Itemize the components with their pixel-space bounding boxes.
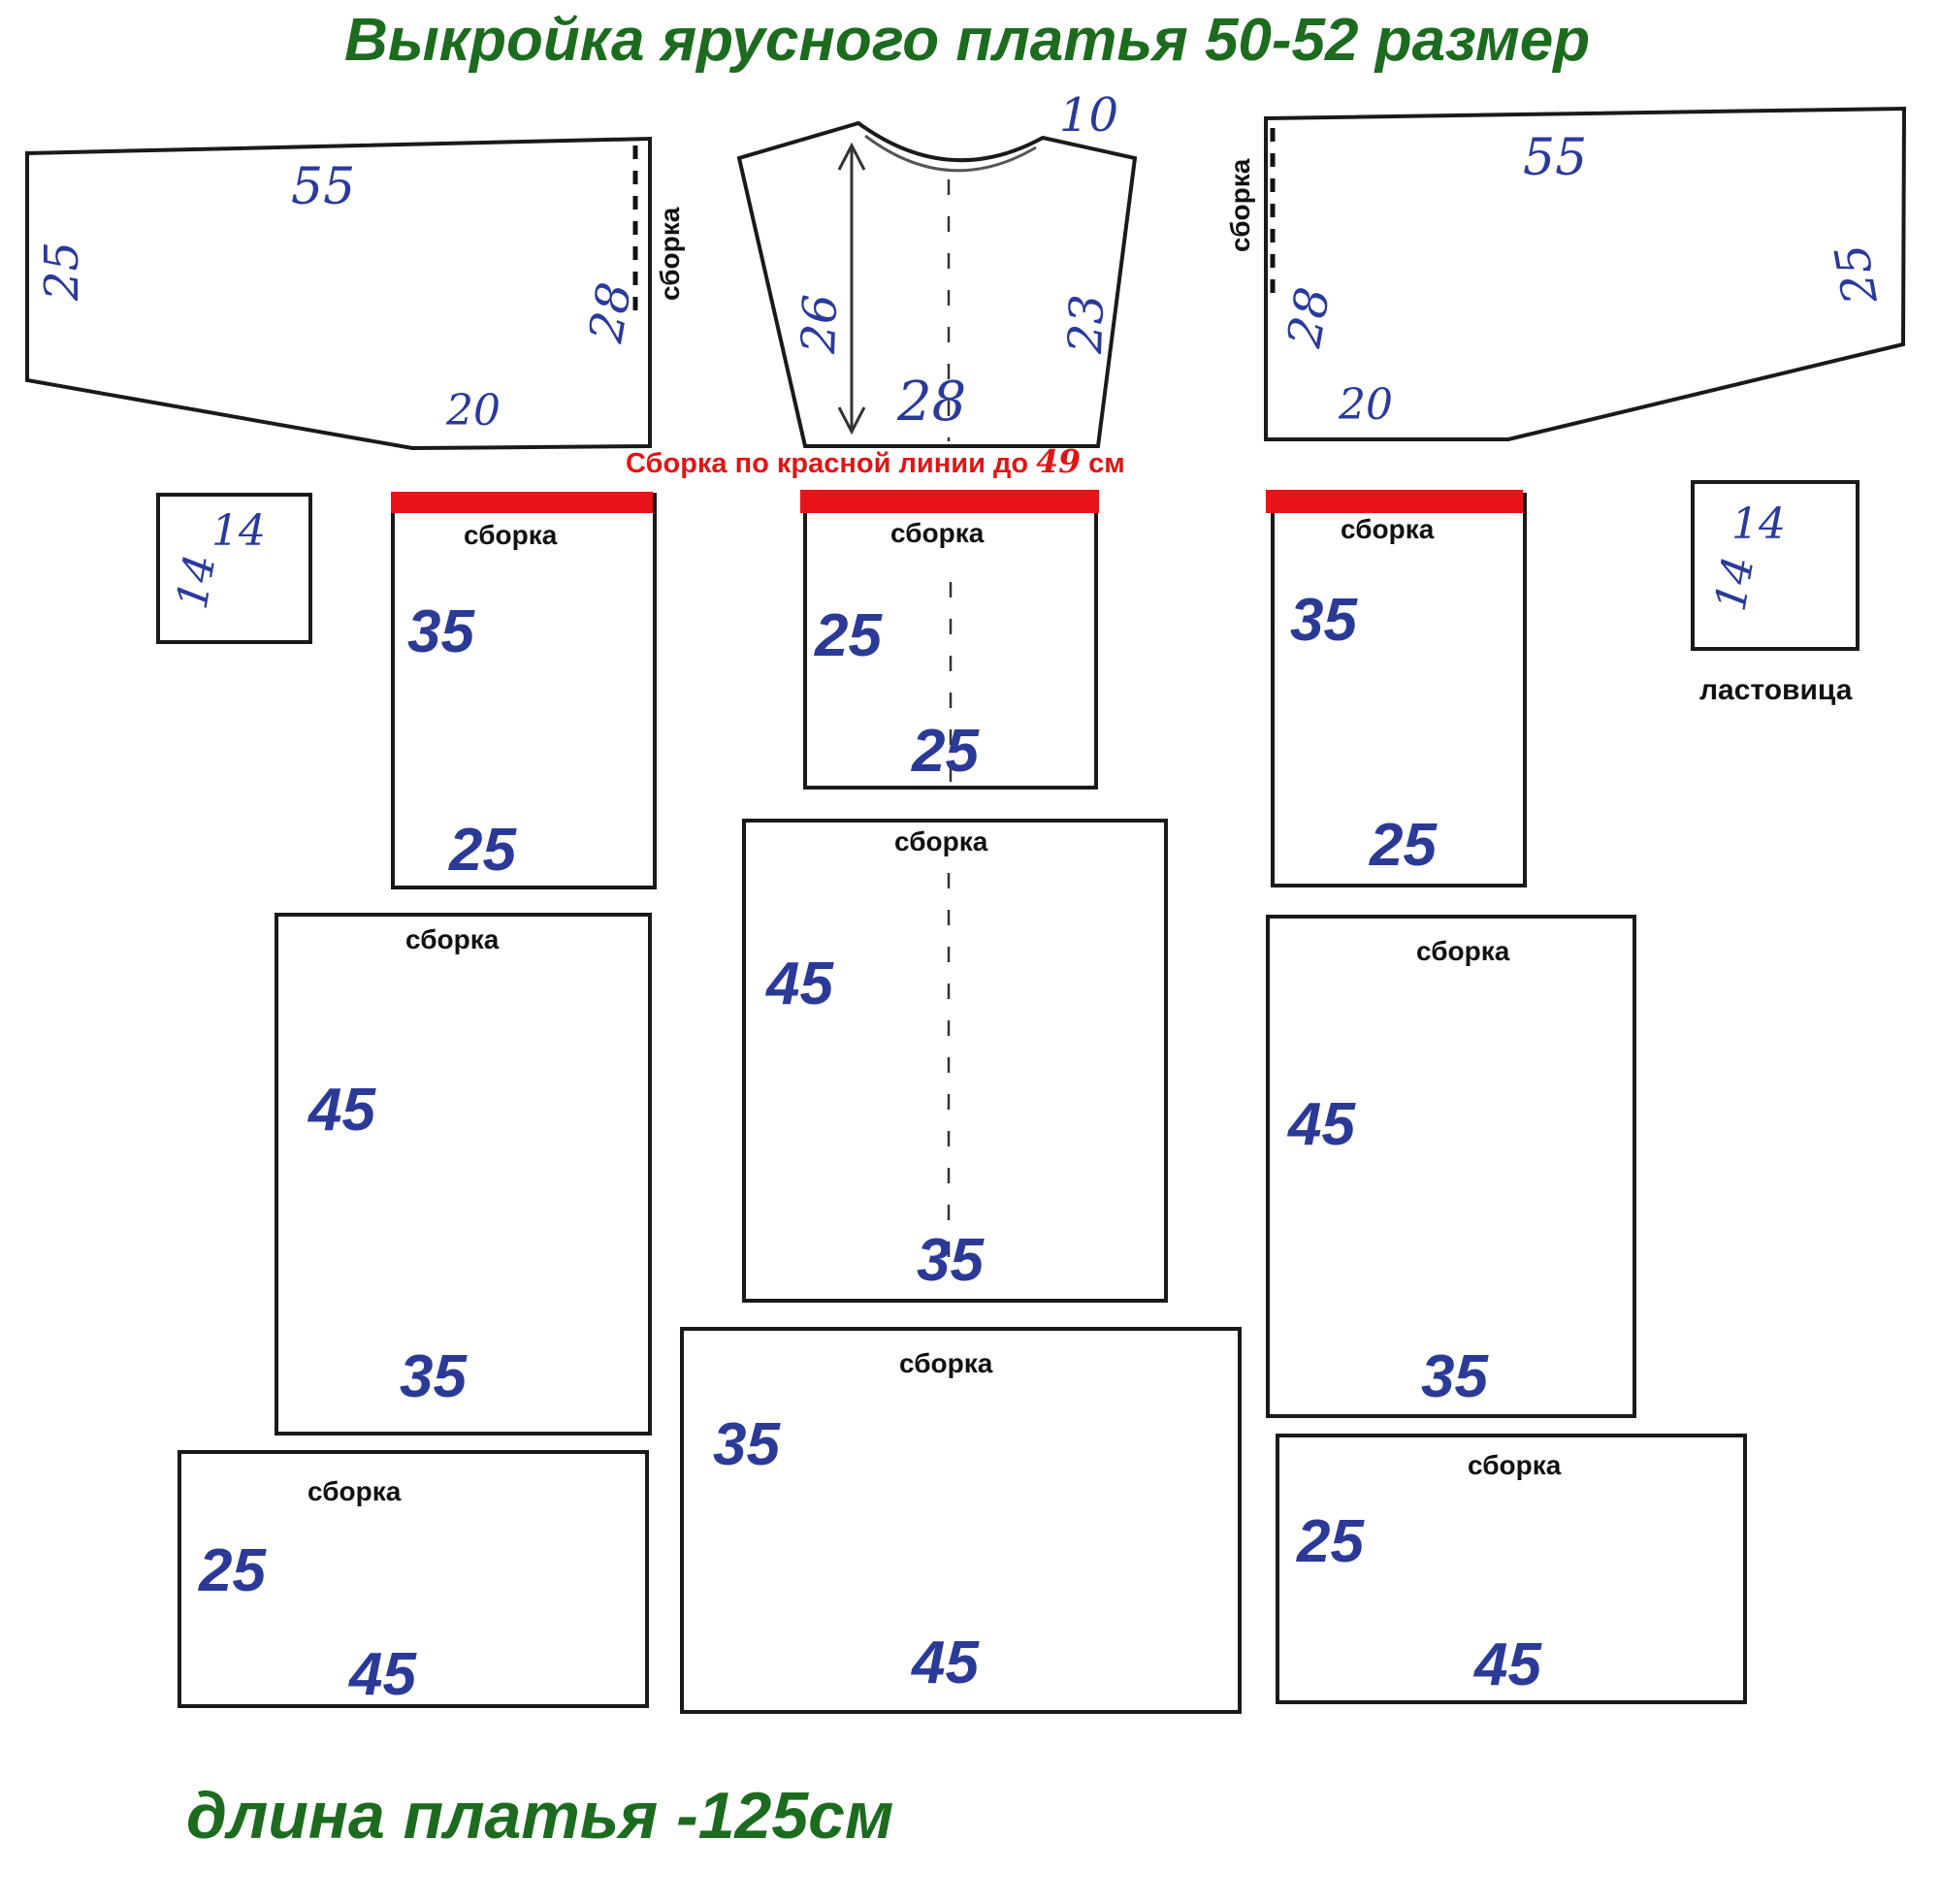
tier1-left-panel: сборка 35 25	[391, 492, 657, 889]
tier3-left-height-dim: 25	[198, 1537, 267, 1604]
tier3-center-height-dim: 35	[713, 1411, 781, 1478]
tier3-center-width-dim: 45	[910, 1630, 980, 1696]
tier2-center-gather-label: сборка	[894, 826, 988, 856]
tier1-right-outline	[1271, 493, 1527, 887]
tier1-center-panel: сборка 25 25	[800, 490, 1099, 790]
gusset-left-width-dim: 14	[211, 506, 266, 556]
sleeve-right-left-dim: 28	[1277, 283, 1341, 352]
sleeve-left-gather-label: сборка	[655, 207, 685, 301]
sleeve-left-outline	[25, 136, 652, 451]
tier2-center-outline	[742, 819, 1168, 1303]
bodice-side-dim: 23	[1058, 293, 1115, 355]
tier2-center-height-dim: 45	[764, 951, 834, 1017]
gusset-right-piece: 14 14 ластовица	[1691, 480, 1859, 706]
tier1-left-height-dim: 35	[407, 598, 475, 665]
tier2-right-gather-label: сборка	[1416, 936, 1510, 966]
tier3-right-width-dim: 45	[1472, 1631, 1542, 1698]
tier1-center-height-dim: 25	[814, 602, 883, 669]
tier1-right-panel: сборка 35 25	[1266, 490, 1527, 887]
gusset-right-height-dim: 14	[1706, 553, 1764, 615]
bodice-outline	[736, 120, 1138, 448]
tier2-left-width-dim: 35	[400, 1343, 468, 1410]
arrow-down-icon	[837, 406, 866, 436]
bodice-piece: 10 26 23 28	[736, 88, 1138, 448]
sleeve-left-top-dim: 55	[291, 158, 355, 216]
tier1-right-red-line	[1266, 490, 1523, 513]
gusset-left-piece: 14 14	[156, 493, 312, 644]
tier2-left-outline	[275, 913, 652, 1436]
tier3-right-outline	[1276, 1434, 1747, 1704]
tier2-left-panel: сборка 45 35	[275, 913, 652, 1436]
tier3-center-outline	[680, 1327, 1242, 1714]
tier1-center-red-line	[800, 490, 1099, 513]
red-note-suffix: см	[1081, 448, 1125, 479]
tier2-right-height-dim: 45	[1286, 1091, 1356, 1158]
tier2-right-panel: сборка 45 35	[1266, 915, 1636, 1418]
tier1-left-outline	[391, 493, 657, 889]
tier1-right-height-dim: 35	[1290, 587, 1358, 654]
sleeve-right-right-dim: 25	[1825, 241, 1889, 309]
tier1-left-gather-label: сборка	[464, 520, 558, 550]
tier1-left-red-line	[391, 492, 653, 513]
sleeve-left-right-dim: 28	[578, 278, 642, 347]
gusset-left-height-dim: 14	[168, 551, 226, 613]
gusset-right-outline	[1691, 480, 1859, 651]
tier1-right-width-dim: 25	[1369, 812, 1438, 879]
gusset-label: ластовица	[1699, 674, 1853, 706]
tier2-left-gather-label: сборка	[405, 924, 500, 954]
tier3-center-gather-label: сборка	[899, 1348, 993, 1378]
tier3-right-gather-label: сборка	[1468, 1450, 1562, 1480]
red-note-value: 49	[1036, 442, 1081, 480]
tier2-right-outline	[1266, 915, 1636, 1418]
bodice-bottom-dim: 28	[896, 371, 966, 434]
sleeve-right-top-dim: 55	[1523, 129, 1587, 187]
sleeve-right-gather-label: сборка	[1225, 158, 1255, 252]
sleeve-right-bottom-dim: 20	[1338, 380, 1393, 430]
sleeve-left-piece: 55 25 28 20 сборка	[25, 136, 685, 451]
tier3-left-panel: сборка 25 45	[178, 1450, 649, 1708]
neckline-line	[864, 134, 1037, 173]
bodice-neck-dim: 10	[1059, 88, 1118, 143]
arrow-up-icon	[837, 142, 866, 171]
tier2-right-width-dim: 35	[1421, 1343, 1489, 1410]
tier1-center-gather-label: сборка	[890, 518, 985, 548]
red-note-prefix: Сборка по красной линии до	[626, 448, 1036, 479]
tier3-right-height-dim: 25	[1296, 1508, 1365, 1575]
tier3-center-panel: сборка 35 45	[680, 1327, 1242, 1714]
red-gather-note: Сборка по красной линии до 49 см	[626, 442, 1125, 480]
tier1-left-width-dim: 25	[448, 817, 517, 884]
tier2-center-panel: сборка 45 35	[742, 819, 1168, 1303]
bodice-center-dim: 26	[792, 293, 848, 355]
sleeve-left-left-dim: 25	[35, 242, 89, 302]
tier2-left-height-dim: 45	[307, 1077, 376, 1144]
gusset-left-outline	[156, 493, 312, 644]
tier3-left-gather-label: сборка	[307, 1476, 402, 1506]
tier1-right-gather-label: сборка	[1341, 514, 1435, 544]
diagram-title: Выкройка ярусного платья 50-52 размер	[344, 7, 1590, 74]
sleeve-left-bottom-dim: 20	[445, 386, 501, 436]
tier3-left-outline	[178, 1450, 649, 1708]
sleeve-right-outline	[1264, 106, 1907, 441]
tier1-center-width-dim: 25	[911, 718, 980, 785]
tier3-left-width-dim: 45	[347, 1641, 417, 1708]
tier2-center-width-dim: 35	[917, 1227, 985, 1294]
sleeve-right-piece: 55 25 28 20 сборка	[1225, 106, 1907, 441]
gusset-right-width-dim: 14	[1731, 500, 1786, 549]
tier3-right-panel: сборка 25 45	[1276, 1434, 1747, 1704]
dress-length-note: длина платья -125см	[186, 1779, 893, 1853]
